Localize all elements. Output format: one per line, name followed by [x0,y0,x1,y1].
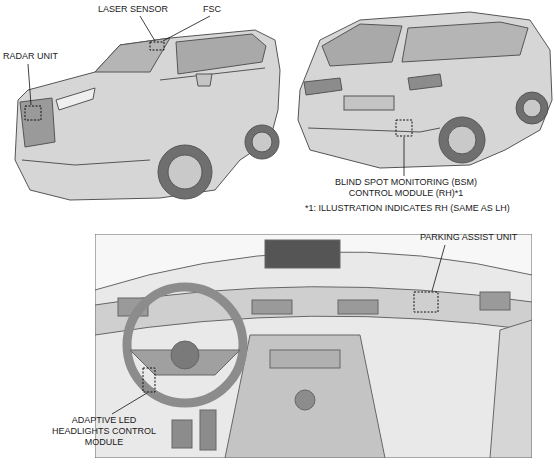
rear-vehicle [298,12,552,168]
front-vehicle [95,38,170,72]
vehicle-interior [172,420,192,448]
part-label: ADAPTIVE LED HEADLIGHTS CONTROL MODULE [45,415,163,448]
vehicle-interior [225,335,385,458]
leader-line [163,16,210,41]
leader-line [432,245,445,291]
leader-line [404,137,405,176]
part-label: FSC [203,4,221,15]
front-vehicle [20,98,55,147]
part-label: LASER SENSOR [98,4,168,15]
rear-vehicle [516,92,548,124]
rear-vehicle [439,117,485,163]
front-vehicle [22,160,150,165]
front-vehicle [158,145,212,199]
component-marker [143,368,155,392]
part-label: BLIND SPOT MONITORING (BSM) CONTROL MODU… [322,177,490,199]
leader-line [28,64,31,105]
vehicle-interior [127,287,243,403]
vehicle-interior [338,300,378,314]
component-marker [25,106,41,120]
vehicle-interior [95,234,532,458]
vehicle-interior [95,234,532,458]
vehicle-interior [480,292,510,310]
vehicle-interior [171,341,199,369]
vehicle-interior [270,350,340,368]
front-vehicle [196,74,212,86]
component-marker [150,42,164,50]
rear-vehicle [304,78,342,95]
vehicle-interior [95,234,532,290]
vehicle-interior [490,320,532,458]
rear-vehicle [322,24,402,66]
rear-vehicle [408,74,442,90]
front-vehicle [56,88,95,110]
front-vehicle [252,132,272,152]
vehicle-interior [200,410,216,450]
leader-line [112,393,147,414]
component-marker [396,120,412,136]
component-marker [25,42,438,392]
vehicle-interior [252,300,292,314]
rear-vehicle [523,99,541,117]
part-label: RADAR UNIT [3,51,58,62]
rear-vehicle [308,128,440,132]
front-vehicle [168,155,202,189]
rear-vehicle [448,126,476,154]
part-label: PARKING ASSIST UNIT [420,232,517,243]
rear-vehicle [298,12,552,168]
front-vehicle [245,125,279,159]
vehicle-interior [295,390,315,410]
vehicle-interior [265,240,340,268]
front-vehicle [176,34,266,74]
rear-vehicle [402,22,528,62]
component-marker [414,292,438,312]
rear-vehicle [344,96,394,110]
leader-line [28,16,445,414]
part-label: *1: ILLUSTRATION INDICATES RH (SAME AS L… [305,203,510,214]
leader-line [140,16,155,41]
